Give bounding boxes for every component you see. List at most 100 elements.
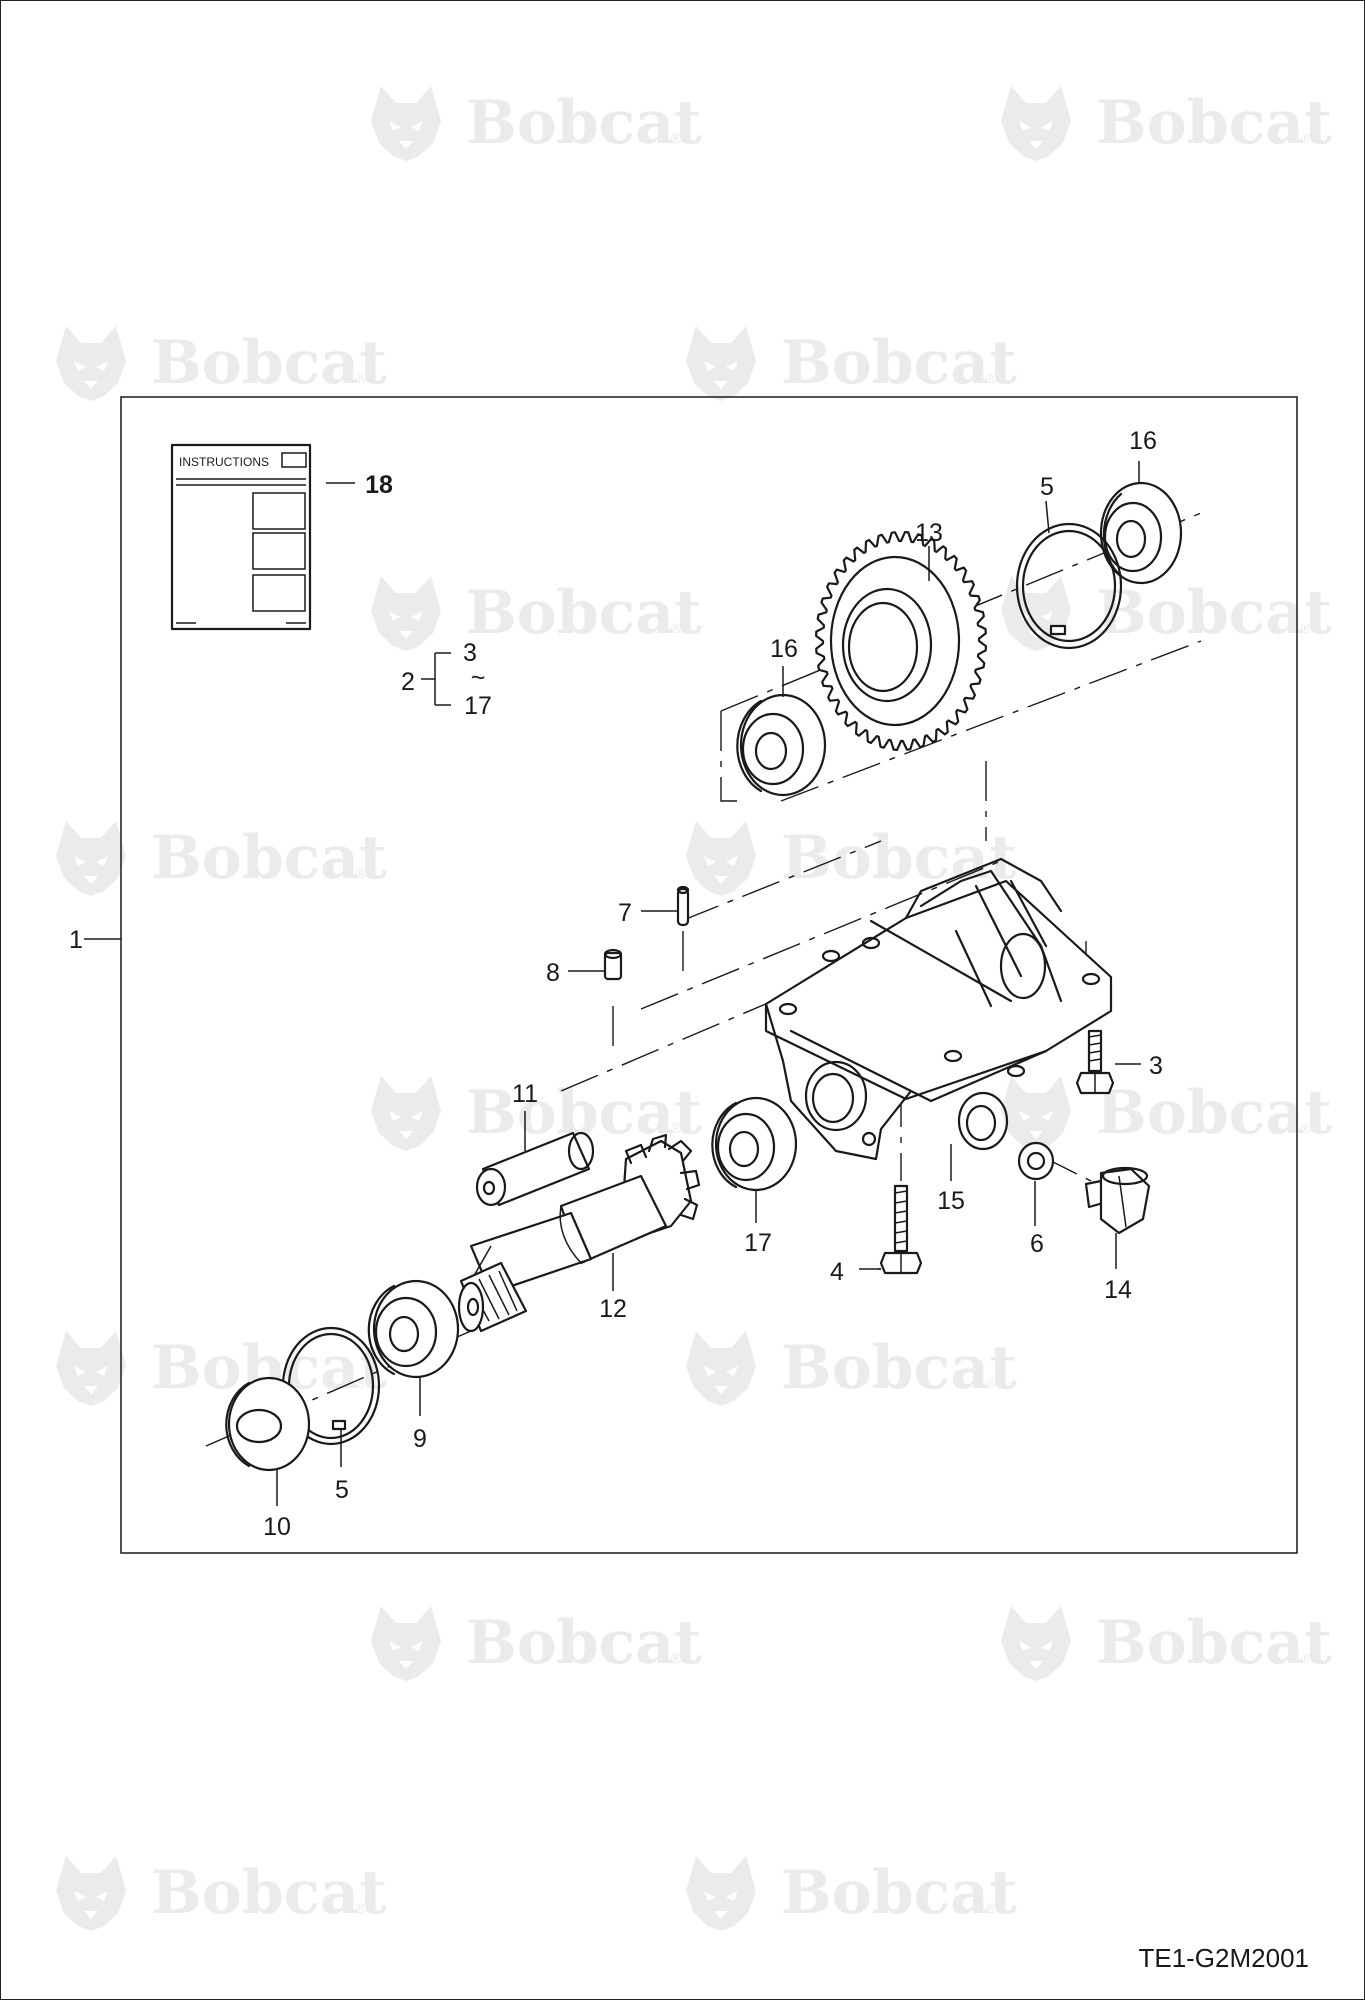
part-label-5-lower: 5 (335, 1476, 349, 1504)
dowel-pin-8 (603, 948, 623, 981)
oil-seal-10 (225, 1376, 311, 1472)
bobcat-logo-icon (686, 821, 756, 896)
bobcat-watermark-layer: Bobcat®Bobcat®Bobcat®Bobcat®Bobcat®Bobca… (56, 86, 1332, 1931)
part-label-13: 13 (915, 519, 943, 547)
watermark-brand-text: Bobcat (466, 578, 702, 648)
watermark-tile: Bobcat® (1001, 1606, 1332, 1681)
part-label-1: 1 (69, 926, 83, 954)
gear-case-housing-15 (764, 857, 1113, 1161)
part-label-8: 8 (546, 959, 560, 987)
watermark-registered-mark: ® (356, 865, 367, 881)
watermark-tile: Bobcat® (1001, 1076, 1332, 1151)
watermark-registered-mark: ® (986, 370, 997, 386)
input-shaft-12 (457, 1133, 701, 1333)
watermark-registered-mark: ® (671, 130, 682, 146)
part-label-6: 6 (1030, 1230, 1044, 1258)
kit-range-from: 3 (463, 639, 477, 667)
washer-6 (1017, 1141, 1055, 1181)
part-label-4: 4 (830, 1258, 844, 1286)
watermark-registered-mark: ® (1301, 1650, 1312, 1666)
watermark-brand-text: Bobcat (1096, 1608, 1332, 1678)
watermark-tile: Bobcat® (371, 576, 702, 651)
watermark-brand-text: Bobcat (1096, 88, 1332, 158)
bobcat-logo-icon (56, 1331, 126, 1406)
part-label-18: 18 (365, 471, 393, 499)
leader-lines (84, 461, 1141, 1506)
snap-ring-5-upper (1015, 522, 1123, 650)
dowel-pin-7 (676, 885, 690, 927)
part-label-10: 10 (263, 1513, 291, 1541)
watermark-registered-mark: ® (671, 1650, 682, 1666)
watermark-tile: Bobcat® (371, 1606, 702, 1681)
watermark-tile: Bobcat® (56, 821, 387, 896)
bolt-4 (879, 1184, 923, 1275)
watermark-tile: Bobcat® (686, 821, 1017, 896)
bearing-9 (367, 1279, 460, 1379)
part-label-5-upper: 5 (1040, 473, 1054, 501)
part-label-7: 7 (618, 899, 632, 927)
watermark-brand-text: Bobcat (781, 1333, 1017, 1403)
instruction-card-icon: INSTRUCTIONS (170, 443, 312, 631)
sleeve-11 (475, 1131, 595, 1207)
gear-13-bore (847, 601, 919, 693)
watermark-registered-mark: ® (356, 370, 367, 386)
watermark-brand-text: Bobcat (1096, 578, 1332, 648)
bobcat-logo-icon (686, 1856, 756, 1931)
assembly-frame (120, 396, 1298, 1554)
watermark-brand-text: Bobcat (781, 1858, 1017, 1928)
watermark-brand-text: Bobcat (151, 328, 387, 398)
gear-13-rim (829, 555, 961, 727)
part-label-12: 12 (599, 1295, 627, 1323)
bobcat-logo-icon (371, 1606, 441, 1681)
part-label-15: 15 (937, 1187, 965, 1215)
bobcat-logo-icon (1001, 1606, 1071, 1681)
part-label-16-upper: 16 (1129, 427, 1157, 455)
part-label-9: 9 (413, 1425, 427, 1453)
drain-plug-14 (1084, 1166, 1151, 1235)
gear-13 (815, 531, 987, 751)
part-label-17: 17 (744, 1229, 772, 1257)
bobcat-logo-icon (56, 1856, 126, 1931)
part-label-3: 3 (1149, 1052, 1163, 1080)
bobcat-logo-icon (371, 1076, 441, 1151)
part-label-2: 2 (401, 668, 415, 696)
watermark-brand-text: Bobcat (781, 823, 1017, 893)
watermark-registered-mark: ® (671, 620, 682, 636)
gear-13-hub (841, 587, 933, 703)
kit-range-separator: ~ (471, 664, 486, 692)
bobcat-logo-icon (56, 326, 126, 401)
part-label-16-lower: 16 (770, 635, 798, 663)
watermark-tile: Bobcat® (56, 326, 387, 401)
watermark-brand-text: Bobcat (781, 328, 1017, 398)
watermark-registered-mark: ® (1301, 130, 1312, 146)
watermark-registered-mark: ® (1301, 1120, 1312, 1136)
watermark-tile: Bobcat® (56, 1331, 387, 1406)
kit-range-bracket: 3 ~ 17 (421, 639, 492, 720)
bearing-16-upper (1099, 481, 1183, 585)
bobcat-logo-icon (371, 86, 441, 161)
watermark-tile: Bobcat® (56, 1856, 387, 1931)
part-label-14: 14 (1104, 1276, 1132, 1304)
watermark-brand-text: Bobcat (151, 1858, 387, 1928)
watermark-brand-text: Bobcat (466, 1608, 702, 1678)
bobcat-logo-icon (1001, 1076, 1071, 1151)
watermark-brand-text: Bobcat (151, 823, 387, 893)
bobcat-logo-icon (1001, 86, 1071, 161)
bobcat-logo-icon (686, 1331, 756, 1406)
watermark-tile: Bobcat® (1001, 86, 1332, 161)
watermark-registered-mark: ® (356, 1375, 367, 1391)
watermark-registered-mark: ® (986, 1375, 997, 1391)
bobcat-logo-icon (686, 326, 756, 401)
watermark-tile: Bobcat® (1001, 576, 1332, 651)
watermark-registered-mark: ® (1301, 620, 1312, 636)
kit-range-to: 17 (464, 692, 492, 720)
watermark-tile: Bobcat® (686, 1856, 1017, 1931)
instruction-card-title: INSTRUCTIONS (179, 455, 269, 469)
bobcat-logo-icon (371, 576, 441, 651)
watermark-brand-text: Bobcat (466, 88, 702, 158)
bolt-3 (1075, 1029, 1115, 1095)
watermark-registered-mark: ® (671, 1120, 682, 1136)
bearing-16-lower (736, 693, 827, 797)
